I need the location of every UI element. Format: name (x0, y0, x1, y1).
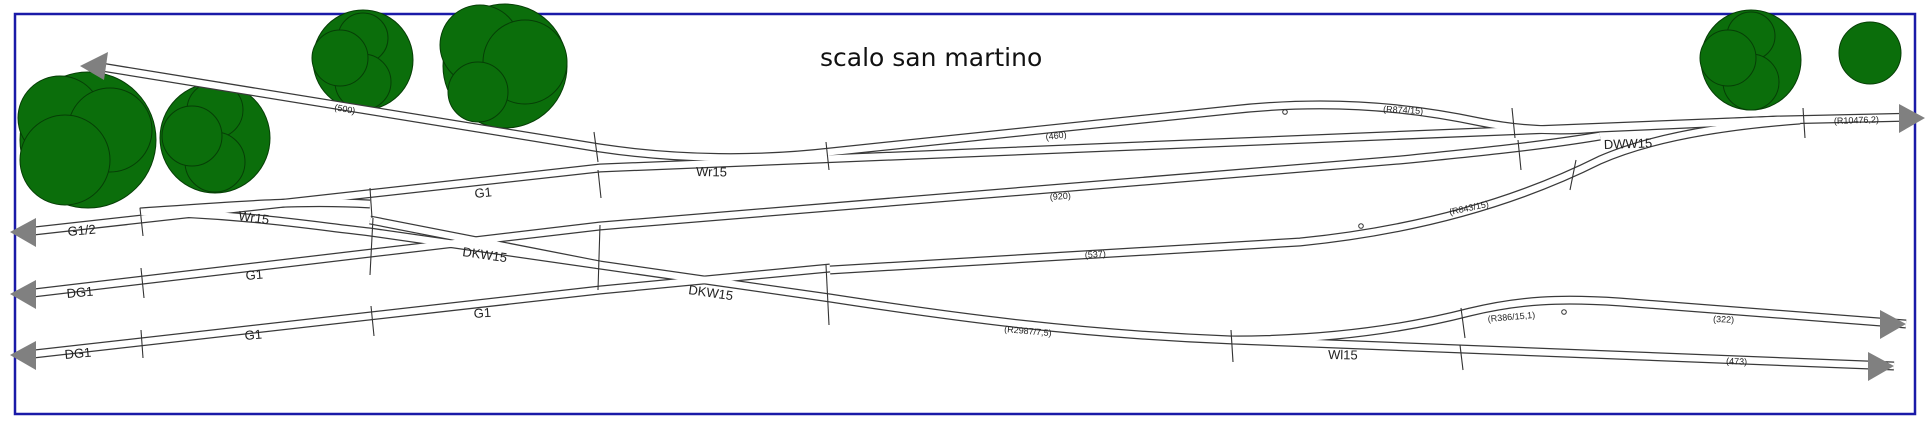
label-r10476: (R10476,2) (1834, 114, 1879, 126)
label-dg1-bot: DG1 (64, 345, 92, 362)
label-dg1-mid: DG1 (66, 284, 94, 301)
label-r2987: (R2987/7,5) (1004, 324, 1052, 338)
tree-top-1 (311, 9, 414, 111)
label-g1-bot-b: G1 (473, 305, 491, 321)
label-wr15-top: Wr15 (696, 164, 727, 180)
joint (139, 207, 144, 237)
joint (597, 169, 602, 199)
joint (825, 141, 830, 171)
label-dkw15-b: DKW15 (688, 282, 734, 303)
label-g1-2: G1/2 (67, 222, 96, 239)
label-len-500: (500) (334, 102, 357, 116)
label-len-537: (537) (1084, 249, 1106, 260)
joint (597, 224, 601, 291)
marker (1561, 309, 1567, 315)
arrow-right-322 (1880, 310, 1906, 339)
joint (140, 267, 145, 299)
label-g1-mid: G1 (245, 267, 264, 283)
tree-left-2 (159, 81, 271, 194)
joint (825, 264, 830, 326)
joint (369, 187, 373, 219)
label-dww15: DWW15 (1604, 135, 1653, 152)
label-g1-bot-a: G1 (244, 327, 263, 343)
joint (140, 329, 144, 359)
marker (1282, 109, 1288, 115)
arrow-left-dg1-mid (10, 280, 36, 309)
joint (1230, 329, 1234, 363)
label-dkw15-a: DKW15 (462, 244, 508, 265)
label-len-920: (920) (1049, 191, 1071, 202)
tree-right-2 (1838, 21, 1902, 85)
joint (1460, 307, 1466, 339)
joint (369, 217, 374, 276)
tree-top-2 (439, 3, 568, 129)
label-wl15: Wl15 (1328, 347, 1358, 363)
arrow-left-g12 (10, 218, 36, 247)
layout-title: scalo san martino (820, 43, 1042, 72)
joint (1511, 107, 1516, 139)
arrow-left-top (80, 52, 108, 80)
layout-border (13, 12, 1917, 416)
arrow-right-top (1899, 104, 1925, 133)
tree-large-left (17, 71, 157, 209)
track-labels: (500) (460) (R874/15) (R10476,2) Wr15 DW… (64, 102, 1879, 367)
track-g1-2-inner (24, 116, 1781, 236)
label-len-460: (460) (1045, 129, 1067, 141)
track-dg1-bot-inner (24, 264, 831, 359)
joint (1459, 344, 1464, 371)
track-diagonal-dkw-inner (139, 208, 1895, 370)
track-g1-2 (24, 115, 1781, 237)
arrow-right-473 (1868, 352, 1894, 381)
track-crossover-upper-inner (369, 216, 601, 269)
markers (1282, 109, 1567, 315)
tracks (24, 61, 1916, 371)
label-wr15-mid: Wr15 (238, 208, 271, 227)
rail-joints (139, 107, 1806, 371)
marker (1358, 223, 1364, 229)
label-r874: (R874/15) (1383, 104, 1423, 116)
track-end-arrows (10, 52, 1925, 381)
arrow-left-dg1-bot (10, 341, 36, 370)
joint (593, 131, 599, 163)
joint (370, 305, 375, 337)
track-dg1-mid-inner (24, 132, 1601, 298)
joint (1517, 139, 1522, 171)
label-r386: (R386/15,1) (1487, 310, 1535, 324)
label-g1-top: G1 (474, 184, 493, 201)
joint (1802, 107, 1806, 139)
track-wl15-branch-inner (1231, 296, 1907, 344)
trees (17, 3, 1902, 209)
label-len-473: (473) (1726, 356, 1747, 367)
joint (1569, 159, 1577, 191)
track-wr15-connector-inner (139, 199, 371, 216)
label-len-322: (322) (1713, 314, 1734, 325)
tree-right-1 (1699, 9, 1802, 111)
track-dww15-branch-inner (829, 116, 1801, 274)
